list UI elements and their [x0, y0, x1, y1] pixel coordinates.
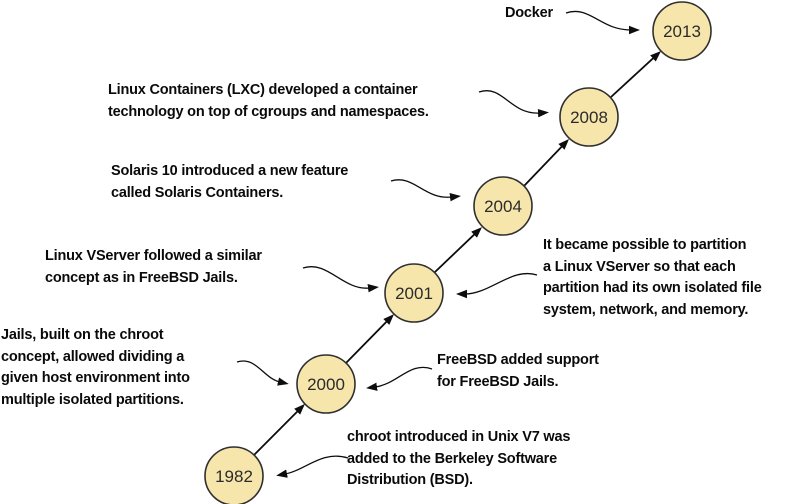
annotation-line: Linux Containers (LXC) developed a conta… — [108, 82, 418, 98]
leader-arrow-jails — [236, 360, 289, 386]
node-circle-2000 — [296, 354, 356, 414]
annotation-jails: Jails, built on the chroot concept, allo… — [1, 325, 190, 411]
timeline-node-2013: 2013 — [652, 1, 712, 61]
node-year-1982: 1982 — [215, 467, 253, 486]
leader-arrow-docker — [565, 10, 640, 35]
timeline-node-2004: 2004 — [473, 176, 533, 236]
leader-arrow-lxc — [478, 90, 549, 118]
node-year-2008: 2008 — [570, 108, 608, 127]
annotation-line: Solaris 10 introduced a new feature — [111, 163, 349, 179]
annotation-line: system, network, and memory. — [543, 301, 749, 318]
connector-arrow-2008-2013 — [610, 51, 662, 98]
annotation-line: Linux VServer followed a similar — [45, 248, 262, 264]
timeline-node-2008: 2008 — [559, 87, 619, 147]
annotation-chroot: chroot introduced in Unix V7 was added t… — [347, 427, 570, 492]
annotation-line: added to the Berkeley Software — [347, 450, 557, 467]
timeline-node-2001: 2001 — [384, 263, 444, 323]
node-circle-1982 — [204, 446, 264, 504]
timeline-node-1982: 1982 — [204, 446, 264, 504]
annotation-vserver: Linux VServer followed a similar concept… — [45, 246, 262, 289]
annotation-solaris: Solaris 10 introduced a new feature call… — [111, 161, 348, 204]
annotation-line: multiple isolated partitions. — [1, 391, 184, 408]
node-circle-2004 — [473, 176, 533, 236]
annotation-line: concept, allowed dividing a — [1, 348, 185, 365]
annotation-line: FreeBSD added support — [437, 352, 599, 368]
node-year-2004: 2004 — [484, 197, 522, 216]
annotation-vserver-partition: It became possible to partition a Linux … — [543, 235, 762, 321]
leader-arrow-chroot — [276, 455, 349, 478]
annotation-line: chroot introduced in Unix V7 was — [347, 429, 571, 445]
node-circle-2001 — [384, 263, 444, 323]
connector-arrow-2001-2004 — [434, 227, 483, 273]
timeline-node-2000: 2000 — [296, 354, 356, 414]
node-circle-2008 — [559, 87, 619, 147]
connector-arrow-2004-2008 — [523, 139, 570, 187]
node-circle-2013 — [652, 1, 712, 61]
annotation-line: for FreeBSD Jails. — [437, 373, 559, 390]
annotation-line: It became possible to partition — [543, 237, 747, 253]
annotation-line: concept as in FreeBSD Jails. — [45, 269, 238, 286]
node-year-2000: 2000 — [307, 375, 345, 394]
annotation-lxc: Linux Containers (LXC) developed a conta… — [108, 80, 429, 123]
node-year-2001: 2001 — [395, 284, 433, 303]
leader-arrow-solaris — [390, 179, 461, 202]
annotation-line: Distribution (BSD). — [347, 472, 473, 488]
annotation-line: called Solaris Containers. — [111, 184, 284, 201]
annotation-line: partition had its own isolated file — [543, 280, 762, 296]
connector-arrow-1982-2000 — [253, 403, 305, 456]
annotation-line: Docker — [505, 5, 553, 21]
leader-arrow-vserver-partition — [456, 272, 538, 299]
node-year-2013: 2013 — [663, 22, 701, 41]
annotation-line: Jails, built on the chroot — [1, 327, 164, 343]
annotation-docker: Docker — [505, 3, 553, 25]
connector-arrow-2000-2001 — [345, 314, 395, 364]
annotation-line: technology on top of cgroups and namespa… — [108, 103, 429, 120]
annotation-line: a Linux VServer so that each — [543, 258, 736, 275]
annotation-freebsd: FreeBSD added support for FreeBSD Jails. — [437, 350, 599, 393]
leader-arrow-freebsd — [366, 366, 433, 391]
leader-arrow-vserver — [302, 266, 379, 293]
annotation-line: given host environment into — [1, 370, 190, 386]
